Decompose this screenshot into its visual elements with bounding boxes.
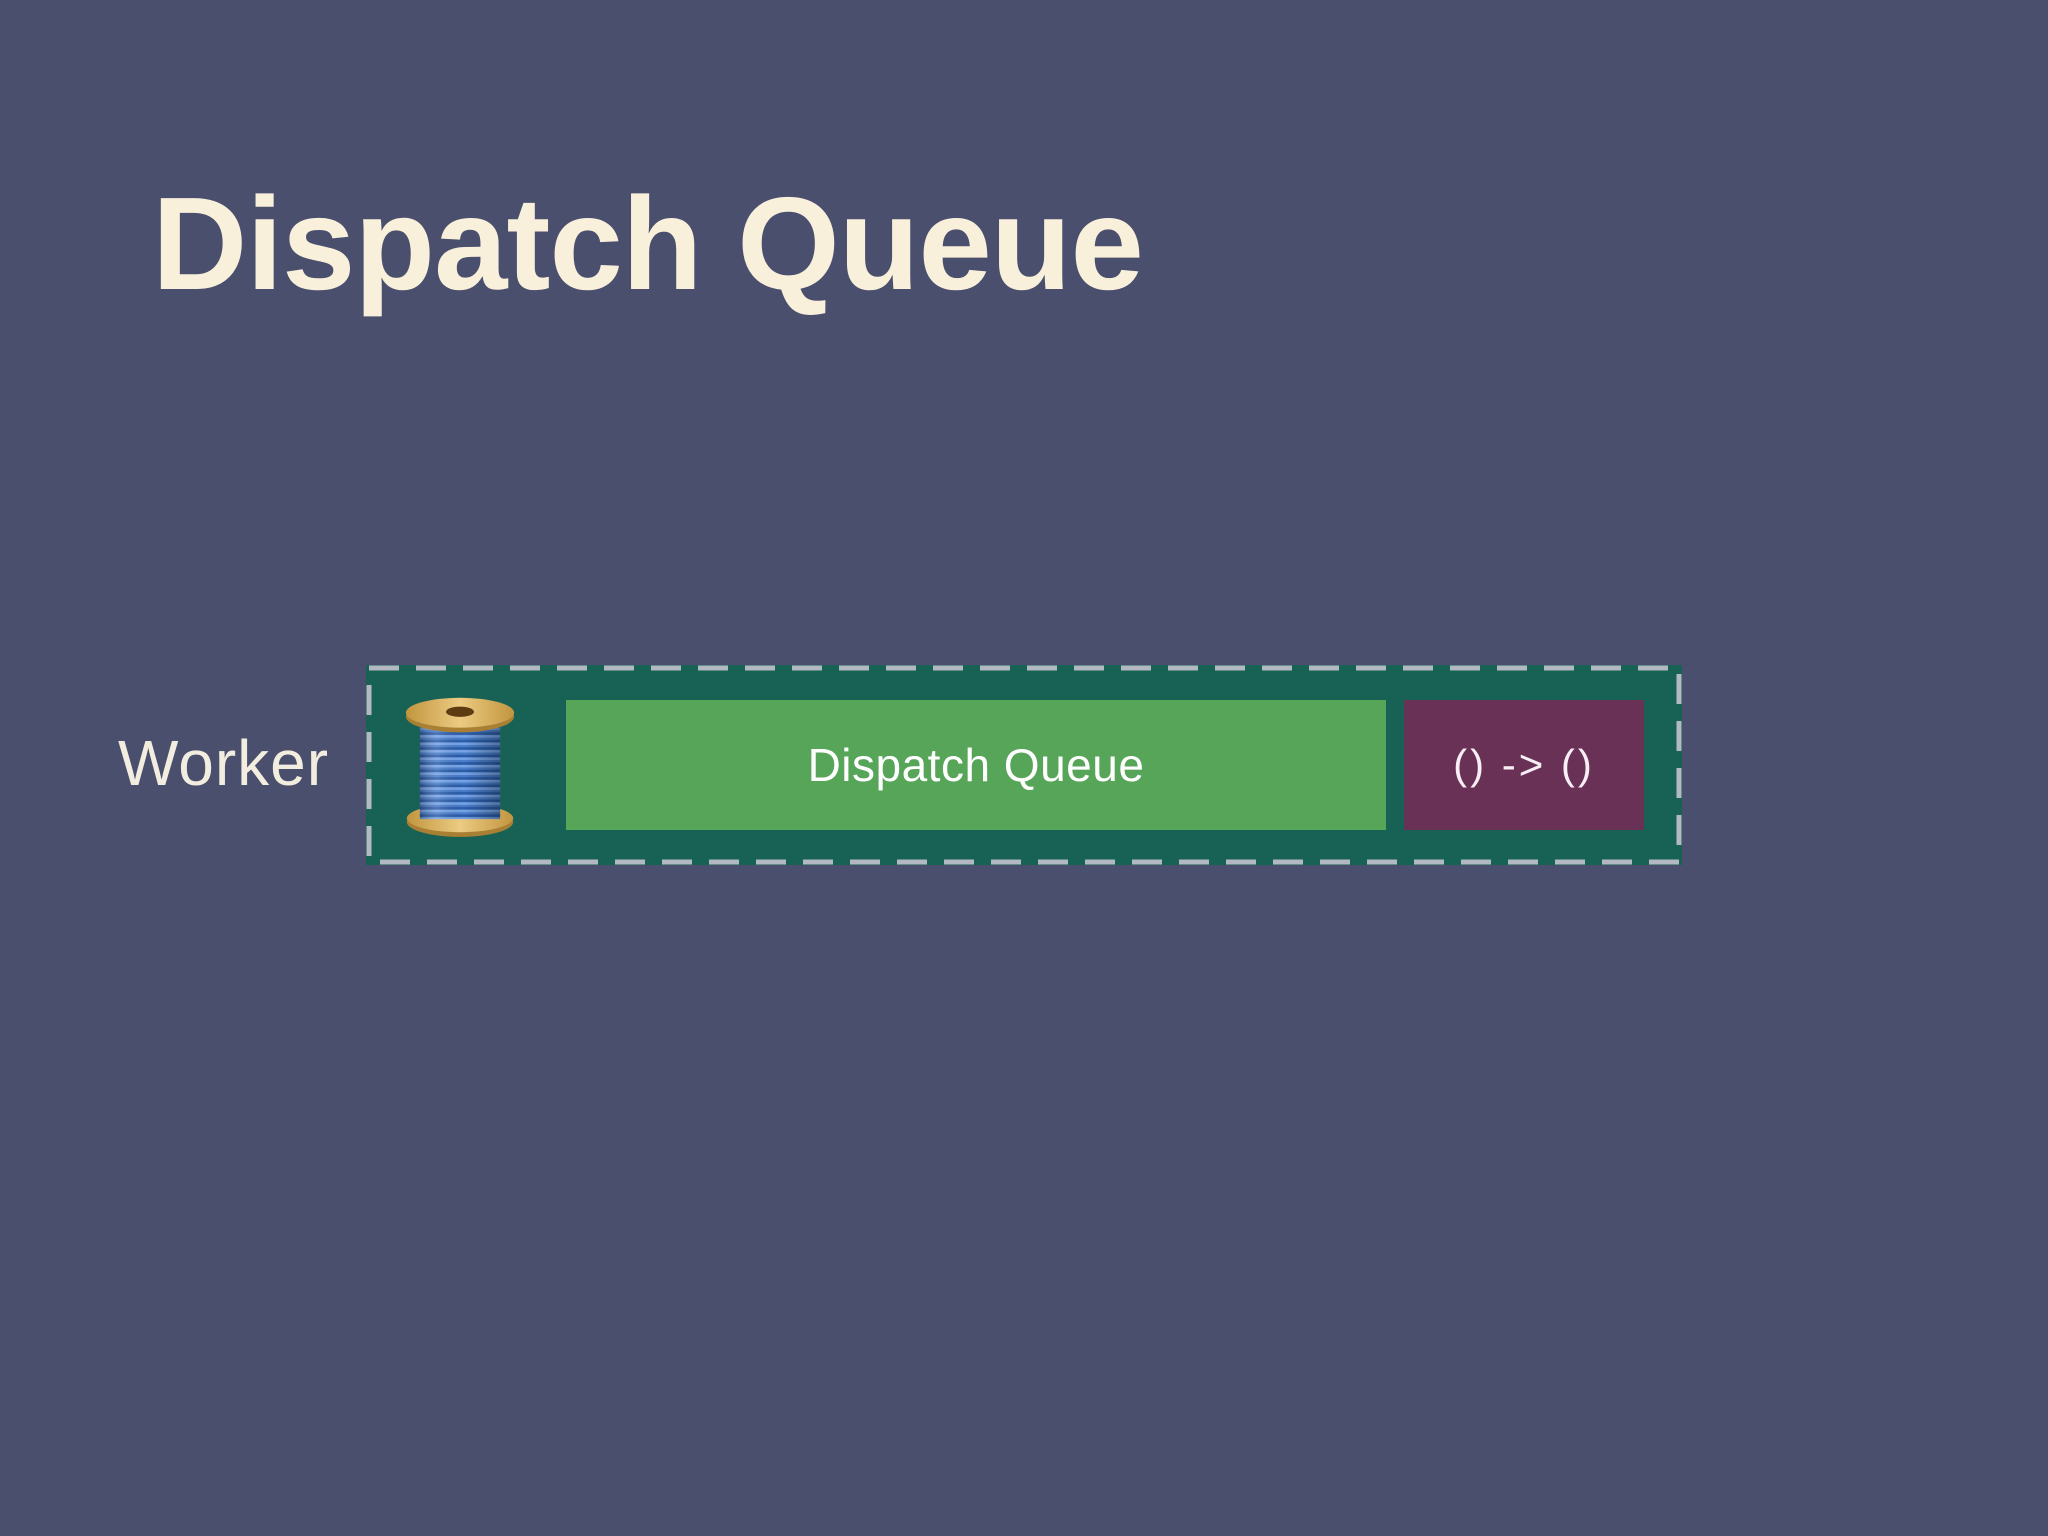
dispatch-queue-label: Dispatch Queue: [807, 739, 1145, 791]
page-title: Dispatch Queue: [152, 170, 1144, 317]
dispatch-queue-container: Dispatch Queue () -> (): [366, 665, 1682, 865]
thread-spool-icon: [405, 697, 515, 837]
closure-label: () -> (): [1453, 741, 1595, 788]
worker-label: Worker: [118, 727, 330, 799]
closure-block: () -> (): [1404, 700, 1644, 830]
dispatch-queue-block: Dispatch Queue: [566, 700, 1386, 830]
